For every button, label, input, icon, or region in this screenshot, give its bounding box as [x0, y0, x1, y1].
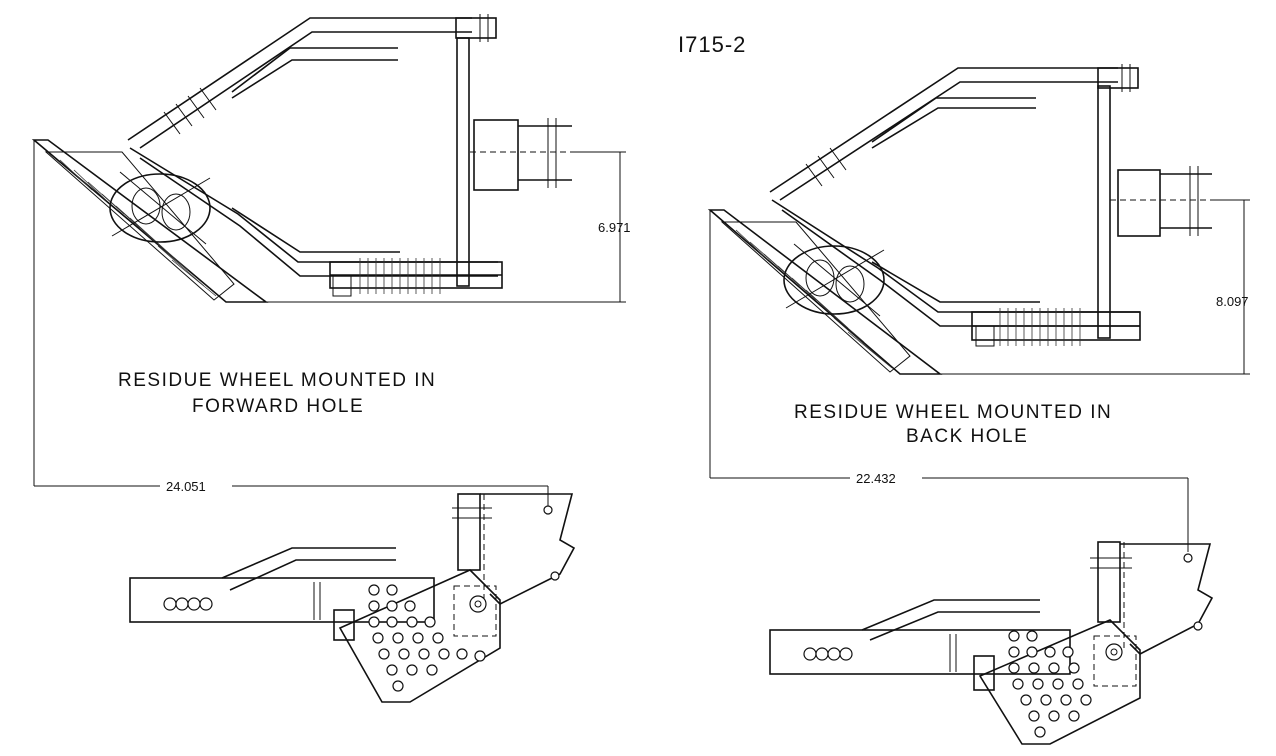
forward-plate-holes [368, 584, 486, 692]
forward-top-view: 6.971 [31, 14, 631, 303]
back-caption-line1: RESIDUE WHEEL MOUNTED IN [794, 402, 1112, 423]
forward-side-view [129, 493, 576, 703]
forward-caption-line1: RESIDUE WHEEL MOUNTED IN [118, 370, 436, 391]
forward-caption-line2: FORWARD HOLE [192, 396, 364, 417]
forward-horizontal-dimension: 24.051 [166, 479, 206, 494]
back-plate-holes [1008, 630, 1092, 738]
back-top-view: 8.097 [707, 64, 1250, 375]
forward-horizontal-dimension-line [33, 140, 549, 512]
back-caption-line2: BACK HOLE [906, 426, 1028, 447]
back-vertical-dimension: 8.097 [1216, 294, 1249, 309]
drawing-code: I715-2 [678, 32, 746, 57]
forward-vertical-dimension: 6.971 [598, 220, 631, 235]
back-horizontal-dimension-line [709, 210, 1189, 552]
back-horizontal-dimension: 22.432 [856, 471, 896, 486]
back-side-view [769, 541, 1214, 745]
